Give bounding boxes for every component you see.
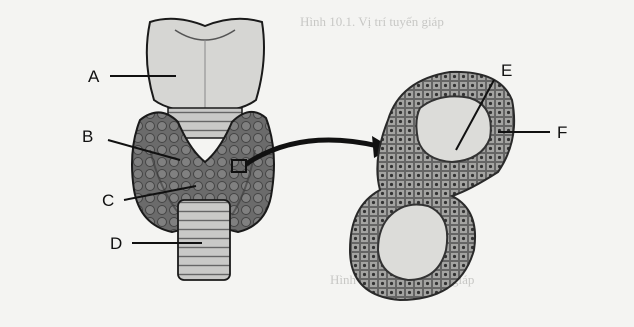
label-a: A — [88, 68, 99, 85]
follicle-cluster — [350, 72, 514, 300]
trachea — [178, 200, 230, 280]
label-c: C — [102, 192, 114, 209]
label-e: E — [501, 62, 512, 79]
label-b: B — [82, 128, 93, 145]
thyroid-cartilage — [147, 19, 264, 112]
label-f: F — [557, 124, 567, 141]
label-d: D — [110, 235, 122, 252]
